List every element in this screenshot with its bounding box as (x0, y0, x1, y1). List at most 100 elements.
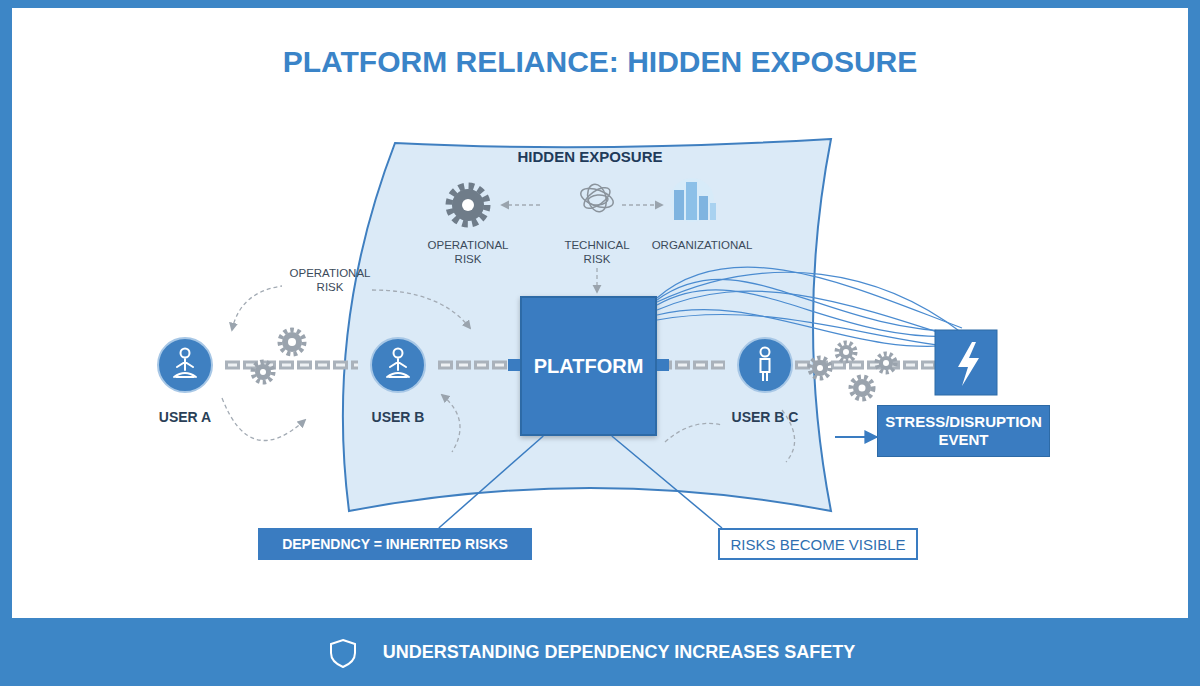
wave-line (657, 310, 962, 347)
gear-hole (817, 365, 823, 371)
gear-hole (462, 199, 474, 211)
lightning-box (935, 330, 997, 395)
node-text: USER B C (715, 409, 815, 425)
callout-box: DEPENDNCY = INHERITED RISKS (258, 528, 532, 560)
building-bar (674, 190, 684, 220)
leader-line (612, 436, 722, 528)
user-circle: USER B C (725, 337, 805, 432)
gear-teeth (280, 330, 304, 354)
chain-links (795, 361, 936, 370)
person-body (387, 359, 409, 377)
user-circle: USER A (145, 337, 225, 432)
wave-line (657, 272, 962, 333)
gears-left (253, 330, 304, 382)
gear-hole (883, 360, 889, 366)
chain-holes (225, 364, 358, 367)
lightning-panel (935, 330, 997, 395)
glow (670, 178, 714, 222)
tangle-loop (588, 194, 609, 206)
risk-label: TECHNICAL RISK (557, 238, 637, 266)
gear-body (853, 379, 871, 397)
building-bar (686, 182, 697, 220)
person-head (394, 349, 403, 358)
node-text: PLATFORM (534, 355, 644, 378)
diagram-title: PLATFORM RELIANCE: HIDDEN EXPOSURE (0, 44, 1200, 80)
gear-body (255, 364, 271, 380)
wave-line (657, 290, 962, 337)
dashed-arrow (596, 268, 597, 292)
gears-right (810, 343, 895, 399)
gear-teeth (851, 377, 873, 399)
operational-gear-icon (449, 186, 487, 224)
node-text: RISKS BECOME VISIBLE (730, 536, 905, 553)
node-text: USER B (348, 409, 448, 425)
user-circle-fill (738, 338, 792, 392)
tangle-loop (585, 182, 610, 214)
dashed-arrow (782, 410, 795, 462)
risk-label: OPERATIONAL RISK (423, 238, 513, 266)
user-circle: USER B (358, 337, 438, 432)
shield-icon (331, 640, 355, 667)
node-text: HIDDEN EXPOSURE (345, 148, 835, 165)
gear-hole (859, 385, 866, 392)
gear-teeth (810, 358, 830, 378)
building-bar (699, 196, 708, 220)
connector-square (508, 359, 520, 371)
callout-box: RISKS BECOME VISIBLE (718, 528, 918, 560)
dashed-curves (222, 205, 795, 462)
platform-box: PLATFORM (520, 296, 657, 436)
node-text: DEPENDNCY = INHERITED RISKS (282, 536, 508, 552)
user-circle-fill (371, 338, 425, 392)
gear-body (839, 345, 853, 359)
dashed-arrow (502, 204, 540, 205)
connector (657, 365, 725, 366)
wave-line (657, 291, 962, 340)
building-bar (710, 203, 716, 220)
connector (835, 436, 877, 437)
dashed-arrow (372, 290, 470, 328)
chain-holes (438, 364, 520, 367)
gear-teeth (837, 343, 855, 361)
gear-body (282, 332, 302, 352)
gear-hole (843, 349, 849, 355)
connector (439, 436, 543, 528)
dashed-arrow (232, 286, 282, 330)
chain-links (657, 361, 725, 370)
connector (438, 365, 520, 366)
chain-links (438, 361, 520, 370)
gear-body (812, 360, 828, 376)
stress-waves (657, 267, 962, 348)
decor-chain (795, 365, 936, 366)
wave-line (657, 267, 962, 328)
person-head (181, 349, 190, 358)
gear-teeth (877, 354, 895, 372)
gear-hole (260, 369, 266, 375)
person-head (761, 348, 770, 357)
risk-label: ORGANIZATIONAL (647, 238, 757, 252)
node-text: USER A (135, 409, 235, 425)
arrow-line (835, 436, 877, 438)
gear-teeth (449, 186, 487, 224)
exposure-region: HIDDEN EXPOSURE USER B PLATFORM USER B C (345, 135, 835, 515)
connector (225, 365, 358, 366)
dashed-arrow (665, 423, 722, 442)
person-body (174, 359, 196, 377)
exposure-shape (343, 139, 831, 511)
connector-square (657, 359, 669, 371)
leader-line (439, 436, 543, 528)
dashed-arrow (622, 204, 662, 205)
user-circle-fill (158, 338, 212, 392)
node-text: STRESS/DISRUPTION EVENT (884, 413, 1043, 449)
dashed-arrow (222, 398, 305, 440)
person-body (761, 359, 770, 381)
gear-body (879, 356, 893, 370)
chain-holes (795, 364, 936, 367)
gear-body (452, 189, 484, 221)
dashed-arrow (442, 395, 460, 452)
tangle-loop (578, 185, 615, 212)
event-box: STRESS/DISRUPTION EVENT (877, 405, 1050, 457)
wave-line (657, 314, 962, 348)
chain-holes (657, 364, 725, 367)
